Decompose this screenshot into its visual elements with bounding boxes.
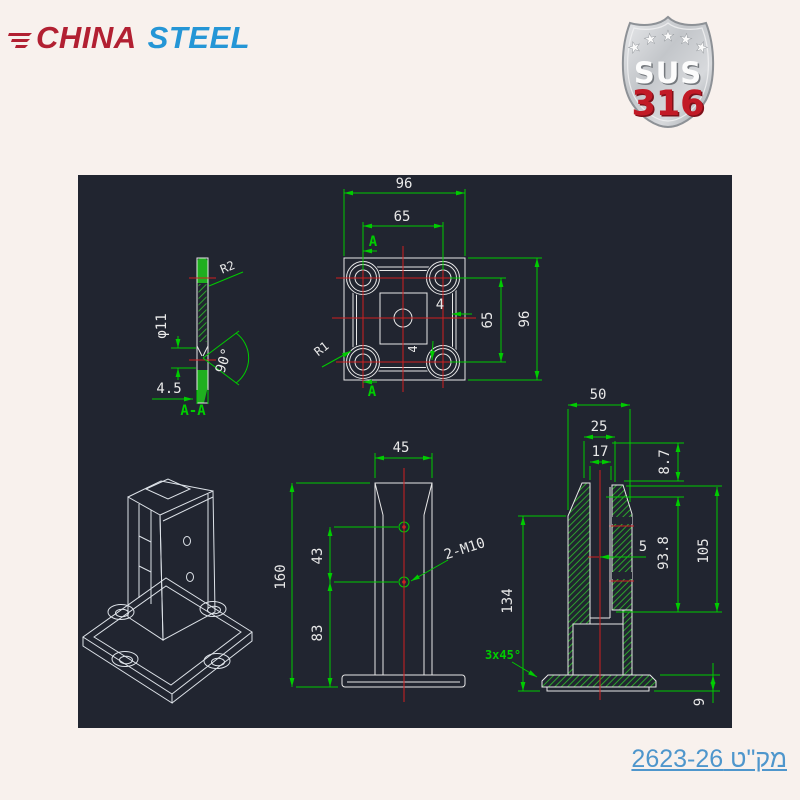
dim-width-top: 96 [396,176,413,192]
dim-post-width: 45 [393,440,410,456]
dim-thickness: 4.5 [156,381,181,397]
dim-countersink-angle: 90° [213,346,236,375]
logo-text-china: CHINA [36,20,137,55]
section-centerlines [189,277,216,361]
badge-shield-icon [621,15,715,129]
dim-jaw-step: 8.7 [657,449,673,474]
dim-slot-depth: 93.8 [656,536,672,570]
logo-speed-lines-icon [8,33,32,48]
badge-number-shadow: 316 [633,86,706,126]
badge-stars: ★ ★ ★ ★ ★ [625,28,710,58]
section-bottom-cap [197,370,208,403]
dim-body-height: 134 [500,588,516,613]
side-gasket-grooves [609,517,634,582]
top-view-centerlines [332,246,476,392]
section-top-cap [197,258,208,283]
badge-number-text: 316 [631,84,704,124]
side-view: 50 25 17 8.7 5 93.8 105 134 3x45° 9 [485,387,722,706]
dim-hole-spacing: 43 [310,548,326,565]
section-marker-top: A [369,234,378,250]
side-base-lip [546,686,650,692]
side-centerline [588,470,601,700]
dim-wall: 4 [436,297,444,313]
front-view: 45 160 43 83 2-M10 [273,440,487,702]
dim-base-thickness: 9 [692,698,708,706]
badge-grade-shadow: SUS [635,58,703,92]
technical-drawing: 96 65 A 4 65 96 R1 4 A [78,175,732,728]
dim-side-width: 50 [590,387,607,403]
chamfer-callout: 3x45° [485,648,521,662]
top-view-dimensions [321,189,542,385]
dim-glass-gap: 5 [639,539,647,555]
section-aa-view: φ11 90° R2 4.5 A-A [152,257,250,419]
section-marker-bottom: A [368,384,377,400]
side-right-band [622,609,633,676]
star-icon: ★ [626,38,644,58]
section-label: A-A [180,403,206,419]
star-icon: ★ [642,30,658,49]
section-dimensions [152,271,250,404]
iso-post [127,478,216,641]
dim-hole-height: 83 [310,625,326,642]
star-icon: ★ [661,28,674,45]
sus316-badge: ★ ★ ★ ★ ★ SUS SUS 316 316 [621,15,715,129]
dim-overall-height: 160 [273,564,289,589]
logo-text-steel: STEEL [147,20,251,55]
isometric-view [82,478,253,704]
logo: CHINA STEEL [8,22,250,53]
dim-bolt-spacing-right: 65 [480,312,496,329]
dim-height-right: 96 [517,311,533,328]
side-base-flange [541,674,657,688]
top-view-plate-outline [343,257,466,381]
side-view-dimensions [511,402,722,703]
section-hatch [198,284,207,342]
dim-jaw-span: 25 [591,419,608,435]
iso-base-plate [82,577,253,704]
section-outline [196,257,209,404]
top-view: 96 65 A 4 65 96 R1 4 A [312,176,542,400]
side-lower-body [572,623,624,676]
star-icon: ★ [678,30,694,49]
side-right-jaw [611,484,633,611]
dim-slot-width: 17 [592,444,609,460]
star-icon: ★ [692,38,710,58]
badge-grade-text: SUS [634,56,702,90]
dim-wall-bottom: 4 [406,345,420,352]
front-view-dimensions [289,453,449,688]
dim-hole-dia: φ11 [154,313,170,338]
dim-bolt-spacing-top: 65 [394,209,411,225]
catalog-number-link[interactable]: מק"ט 2623-26 [631,745,787,773]
dim-jaw-height: 105 [696,538,712,563]
fillet-label-r2: R2 [218,258,237,276]
